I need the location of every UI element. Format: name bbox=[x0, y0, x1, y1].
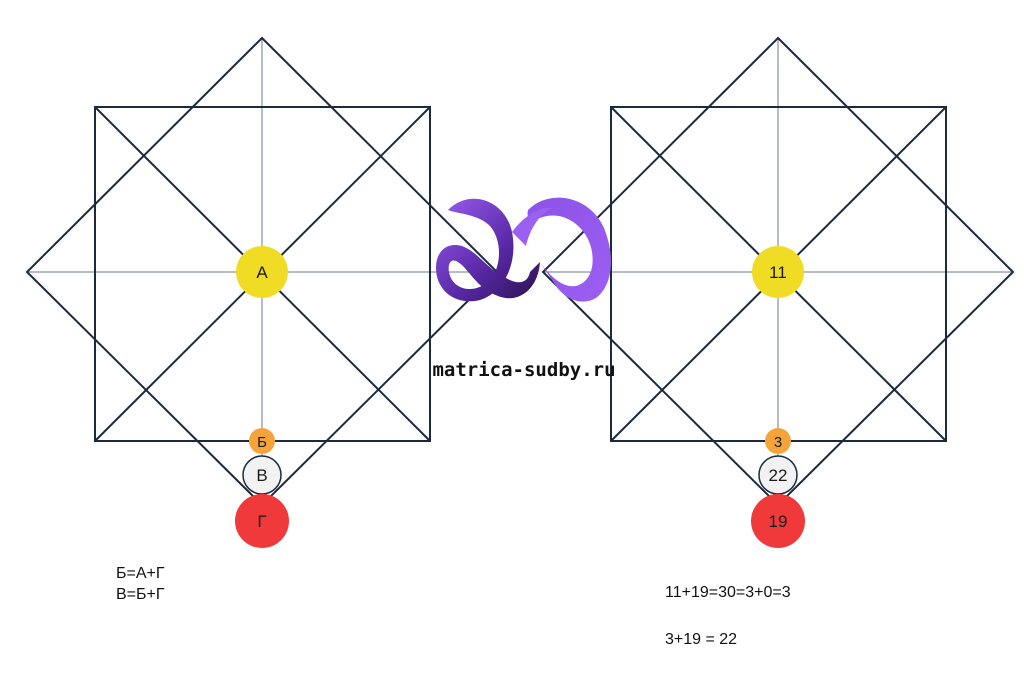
left-node-a-label: А bbox=[256, 263, 268, 282]
right-formula-line-1: 11+19=30=3+0=3 bbox=[665, 584, 791, 601]
left-node-v: В bbox=[242, 455, 282, 495]
left-node-b: Б bbox=[249, 428, 275, 454]
left-octagram: А Б В Г bbox=[25, 36, 499, 548]
right-node-v: 22 bbox=[758, 455, 798, 495]
right-node-g-label: 19 bbox=[769, 512, 788, 531]
right-node-b: 3 bbox=[765, 428, 791, 454]
left-node-g: Г bbox=[235, 494, 289, 548]
right-node-center: 11 bbox=[752, 246, 804, 298]
left-formula-line-2: В=Б+Г bbox=[116, 586, 165, 603]
right-node-center-label: 11 bbox=[769, 263, 787, 282]
left-node-a: А bbox=[236, 246, 288, 298]
right-octagram: 11 3 22 19 bbox=[541, 36, 1015, 548]
left-node-g-label: Г bbox=[257, 512, 266, 531]
left-formula-line-1: Б=А+Г bbox=[116, 565, 165, 582]
left-node-v-label: В bbox=[256, 466, 267, 485]
infinity-ribbon-icon bbox=[436, 197, 611, 302]
right-formula-line-2: 3+19 = 22 bbox=[665, 631, 738, 648]
right-node-v-label: 22 bbox=[769, 466, 788, 485]
left-node-b-label: Б bbox=[257, 434, 267, 451]
brand-site-name: matrica-sudby.ru bbox=[432, 359, 615, 381]
right-node-g: 19 bbox=[751, 494, 805, 548]
right-node-b-label: 3 bbox=[774, 434, 782, 451]
